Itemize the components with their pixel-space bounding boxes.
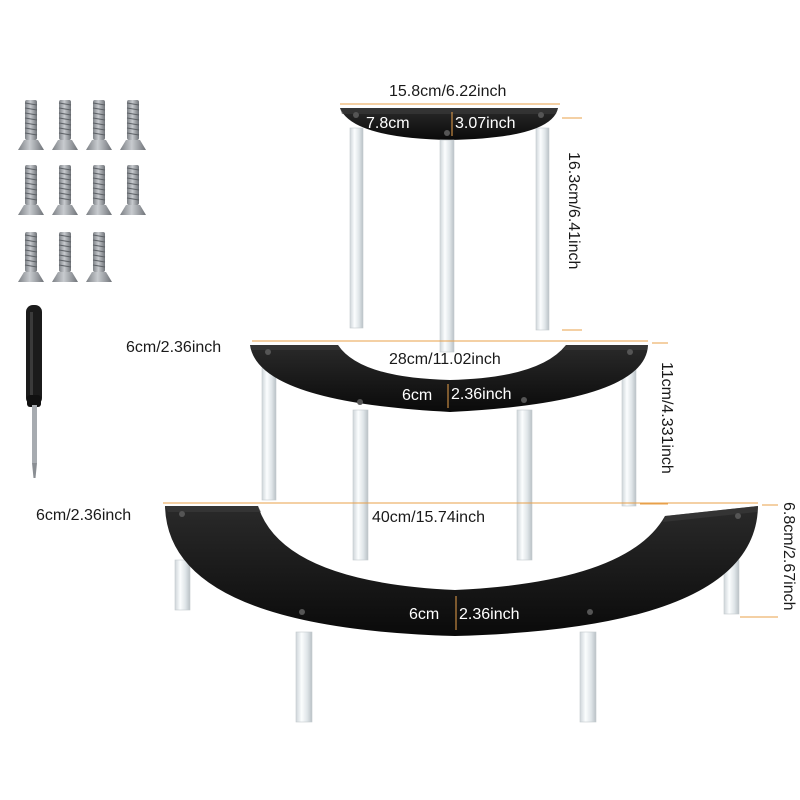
leg [295,631,313,723]
leg [174,559,191,611]
tier-middle-shelf [250,345,648,412]
bottom-side-label: 6cm/2.36inch [36,507,132,524]
bottom-depth-cm-label: 6cm [409,606,440,623]
screw-icon [86,165,112,215]
screw-set [18,100,146,282]
screw-icon [120,100,146,150]
leg [535,127,550,331]
top-height-label: 16.3cm/6.41inch [565,152,582,270]
top-depth-cm-label: 7.8cm [366,115,410,132]
top-depth-in-label: 3.07inch [455,115,516,132]
leg [516,409,533,561]
leg [439,139,455,353]
leg [261,367,277,501]
middle-depth-in-label: 2.36inch [451,386,512,403]
legs-back [174,127,740,615]
screw-icon [86,232,112,282]
screw-icon [52,100,78,150]
middle-side-label: 6cm/2.36inch [126,339,222,356]
screw-icon [18,165,44,215]
leg [579,631,597,723]
screwdriver-icon [26,305,42,478]
middle-height-label: 11cm/4.331inch [658,362,675,474]
leg [621,367,637,507]
leg [349,127,364,329]
dimension-lines [163,103,778,630]
middle-width-label: 28cm/11.02inch [389,351,501,368]
screw-icon [120,165,146,215]
screw-icon [18,232,44,282]
middle-depth-cm-label: 6cm [402,387,433,404]
screw-icon [52,165,78,215]
tier-top-shelf [340,108,558,140]
bottom-height-label: 6.8cm/2.67inch [780,502,797,611]
screw-icon [86,100,112,150]
leg [352,409,369,561]
tier-bottom-shelf [165,506,758,636]
bottom-width-label: 40cm/15.74inch [372,509,485,526]
screw-icon [18,100,44,150]
screw-icon [52,232,78,282]
bottom-depth-in-label: 2.36inch [459,606,520,623]
top-width-label: 15.8cm/6.22inch [389,83,507,100]
